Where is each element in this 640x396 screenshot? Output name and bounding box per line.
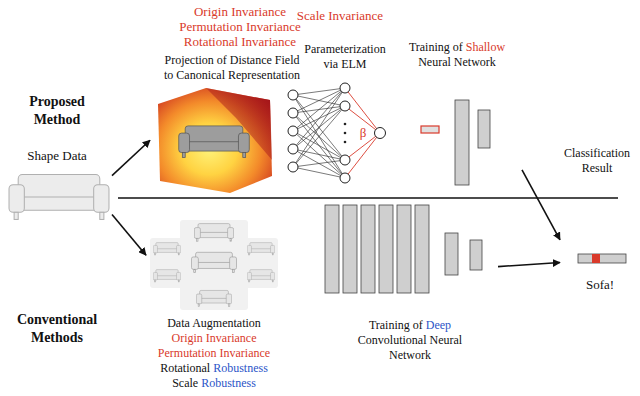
node-text: Permutation Invariance bbox=[179, 19, 301, 34]
node-text: Classification Result bbox=[561, 146, 633, 176]
node-text: Origin Invariance bbox=[172, 331, 257, 346]
augmented-sofas bbox=[153, 224, 274, 307]
divider-line bbox=[118, 197, 618, 199]
network-links bbox=[293, 88, 345, 178]
augmentation-panel bbox=[150, 220, 278, 310]
deep-layers bbox=[325, 205, 482, 293]
process-node: Classification ResultSofa! bbox=[560, 144, 636, 296]
layer-bar bbox=[455, 100, 469, 185]
process-node: Data AugmentationOrigin InvariancePermut… bbox=[146, 216, 296, 394]
process-node: Origin InvariancePermutation InvarianceR… bbox=[150, 2, 310, 194]
node-text: Rotational bbox=[160, 361, 210, 376]
node-text: Training of bbox=[369, 318, 423, 333]
node-text: Parameterization via ELM bbox=[300, 42, 390, 72]
layer-bar bbox=[478, 110, 490, 148]
node-text: Scale Invariance bbox=[297, 8, 383, 23]
node-text: Shallow bbox=[466, 40, 505, 55]
result-hit bbox=[592, 254, 600, 263]
node-text: Sofa! bbox=[586, 277, 614, 292]
node-text: Rotational Invariance bbox=[184, 34, 296, 49]
network-nodes bbox=[288, 83, 386, 183]
symbol-label: β bbox=[356, 125, 370, 140]
node-text: Convolutional Neural Network bbox=[355, 333, 465, 363]
node-text: Permutation Invariance bbox=[158, 346, 270, 361]
node-text: Training of bbox=[409, 40, 463, 55]
process-node: Scale InvarianceParameterization via ELM bbox=[285, 2, 392, 192]
flow-arrow bbox=[522, 170, 560, 240]
flow-arrow bbox=[112, 140, 150, 175]
feature-vector bbox=[421, 126, 439, 133]
node-text: Robustness bbox=[201, 376, 256, 391]
node-text: Neural Network bbox=[418, 55, 496, 70]
node-text: Shape Data bbox=[27, 148, 87, 163]
flow-arrow bbox=[112, 214, 146, 255]
sofa-picture bbox=[9, 175, 109, 220]
node-text: Origin Invariance bbox=[194, 4, 286, 19]
process-node: Shape Data bbox=[4, 144, 112, 232]
process-node: Training ofShallowNeural Network bbox=[392, 36, 522, 190]
node-text: Projection of Distance Field to Canonica… bbox=[162, 53, 302, 83]
node-text: Scale bbox=[172, 376, 198, 391]
node-text: Data Augmentation bbox=[167, 316, 261, 331]
ellipsis-dots bbox=[344, 123, 347, 144]
section-label: Proposed Method bbox=[12, 93, 102, 129]
distance-field bbox=[158, 88, 272, 193]
node-text: Deep bbox=[426, 318, 451, 333]
sofa-picture bbox=[179, 126, 250, 158]
result-vector bbox=[578, 254, 626, 263]
section-label: Conventional Methods bbox=[5, 311, 109, 347]
node-text: Robustness bbox=[213, 361, 268, 376]
flow-arrow bbox=[498, 263, 560, 267]
process-node: Training ofDeepConvolutional Neural Netw… bbox=[318, 202, 498, 372]
